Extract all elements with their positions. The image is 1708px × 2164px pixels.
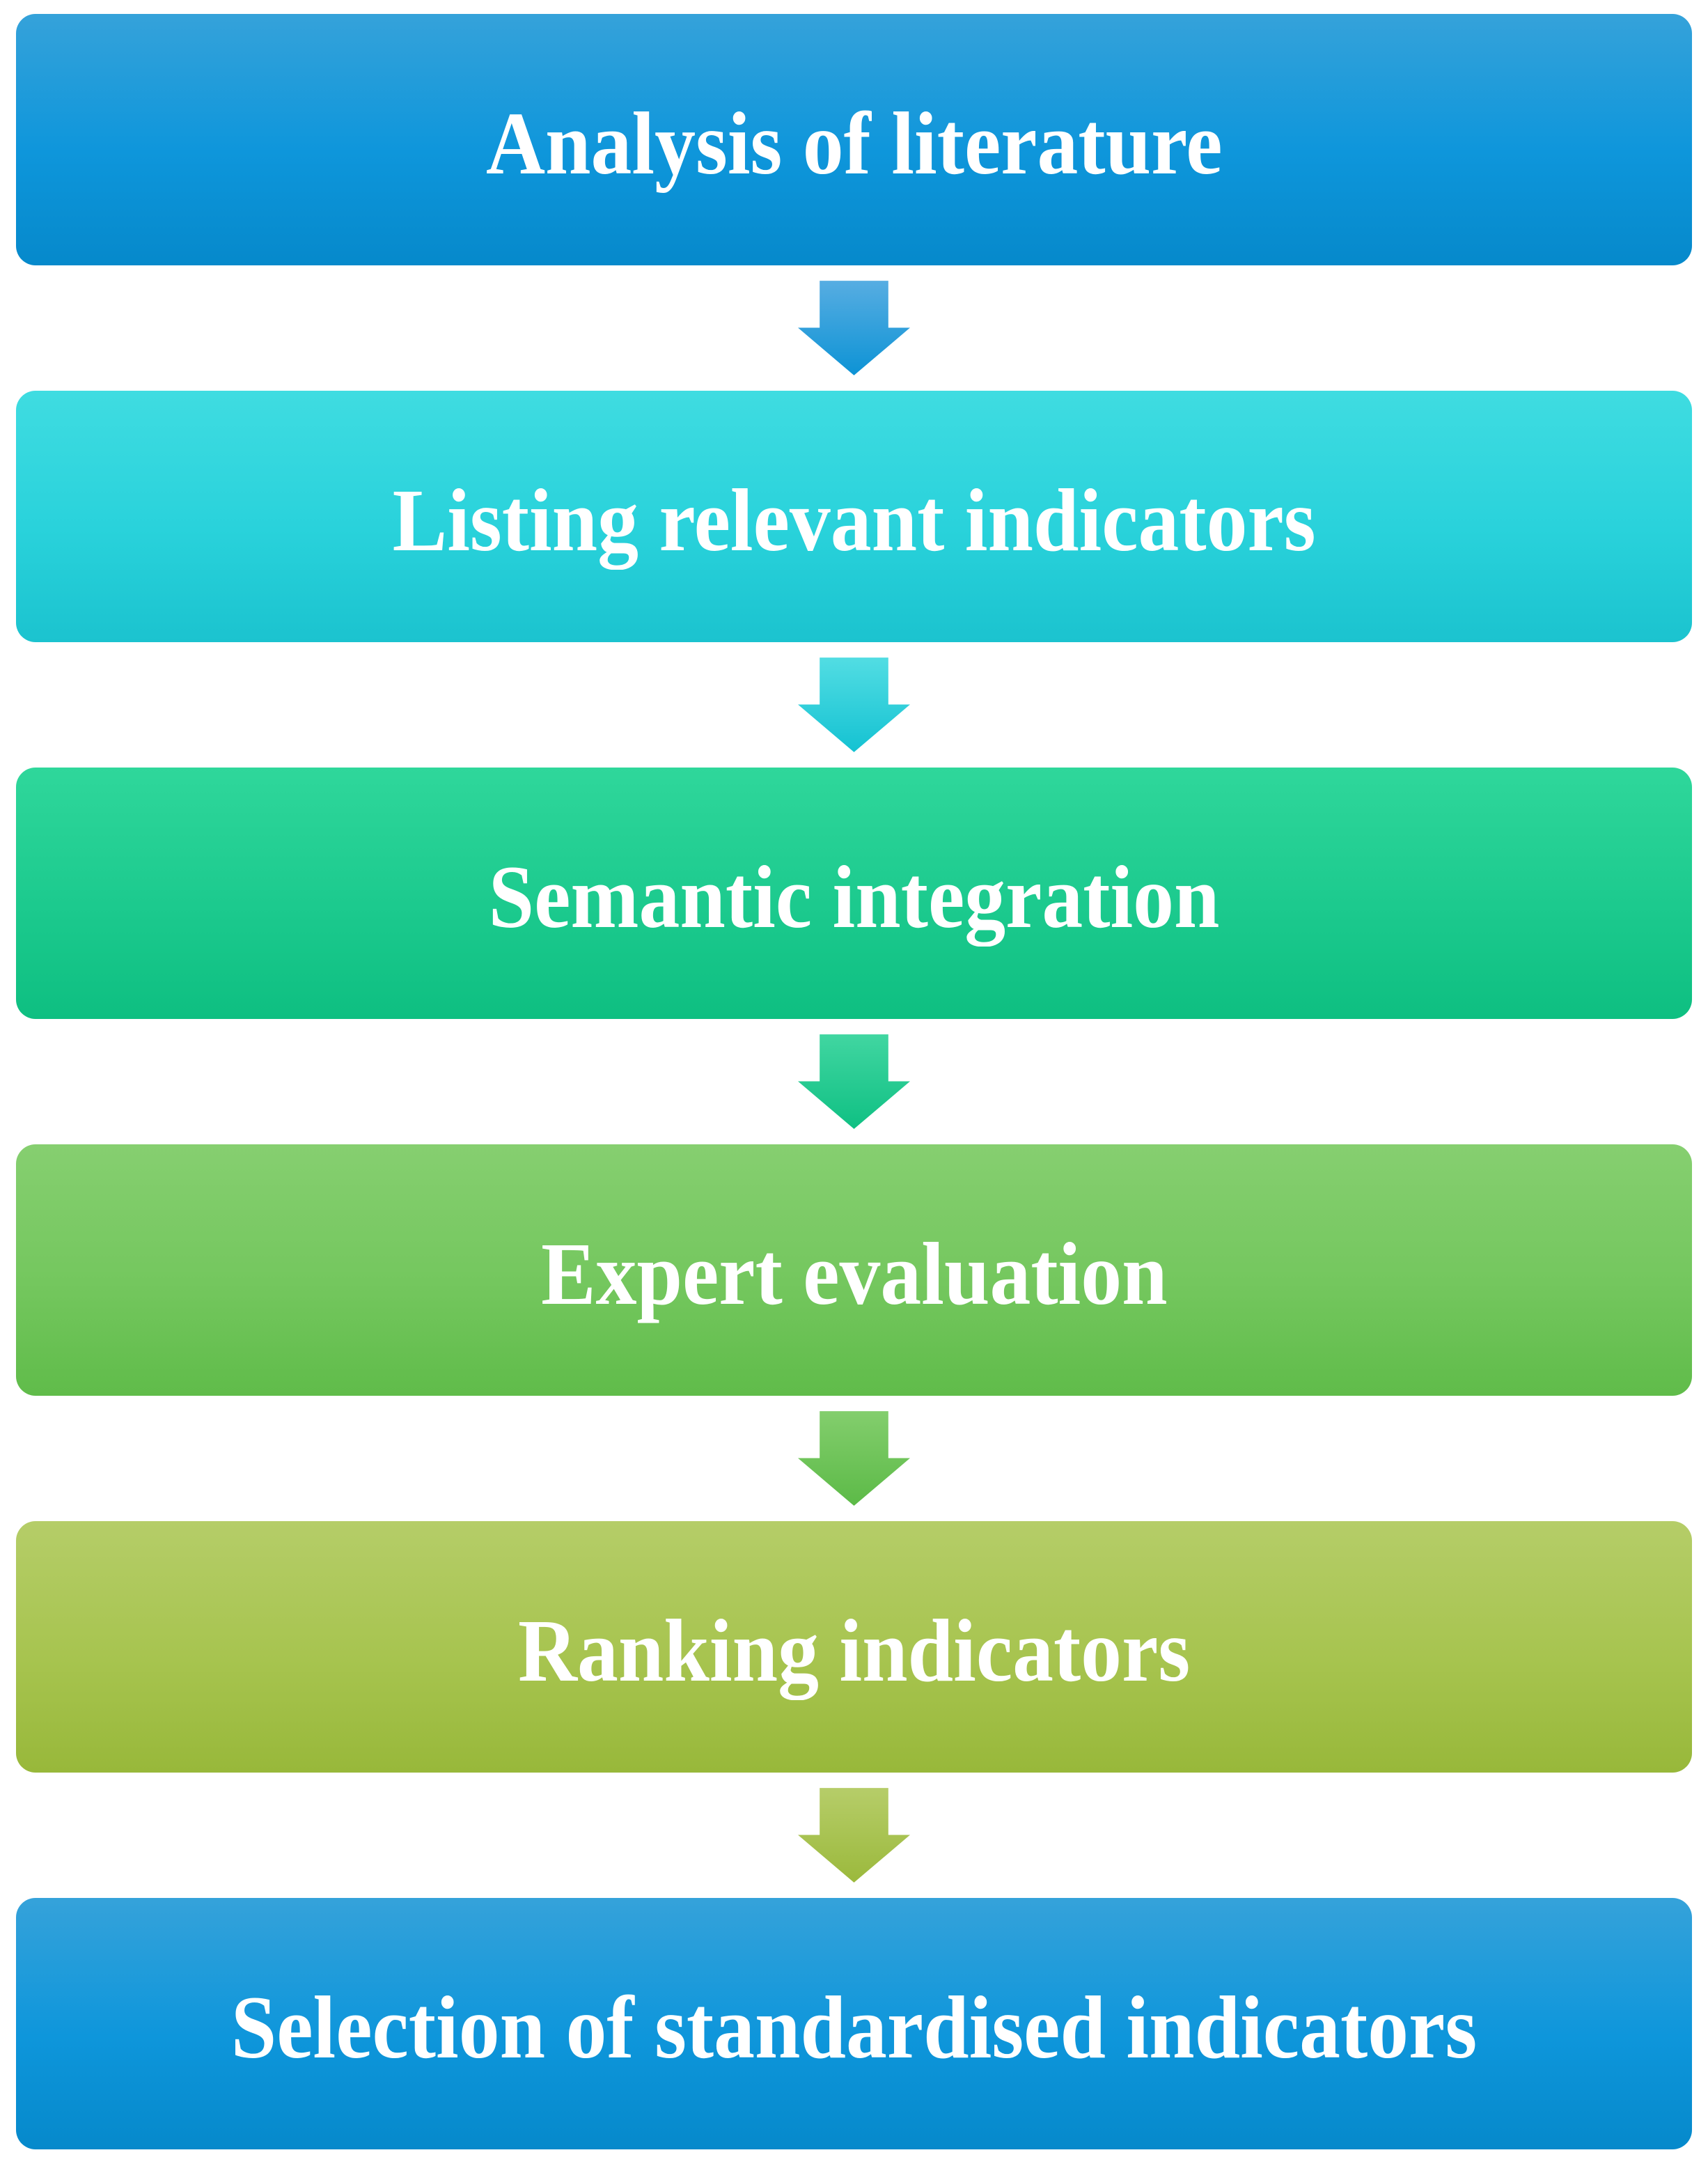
step-expert-evaluation: Expert evaluation (16, 1144, 1692, 1396)
step-ranking-indicators: Ranking indicators (16, 1521, 1692, 1773)
flow-connector (16, 1019, 1692, 1144)
step-analysis-of-literature: Analysis of literature (16, 14, 1692, 265)
step-label: Expert evaluation (540, 1224, 1168, 1323)
step-label: Analysis of literature (485, 93, 1223, 193)
down-arrow-icon (798, 281, 910, 375)
flow-connector (16, 1396, 1692, 1521)
step-label: Semantic integration (488, 847, 1220, 947)
down-arrow-icon (798, 657, 910, 752)
down-arrow-icon (798, 1788, 910, 1883)
step-semantic-integration: Semantic integration (16, 768, 1692, 1019)
flow-connector (16, 265, 1692, 391)
step-label: Ranking indicators (517, 1601, 1191, 1700)
flow-connector (16, 1773, 1692, 1898)
down-arrow-icon (798, 1411, 910, 1506)
step-listing-relevant-indicators: Listing relevant indicators (16, 391, 1692, 642)
down-arrow-icon (798, 1034, 910, 1129)
step-label: Listing relevant indicators (392, 470, 1316, 570)
step-selection-of-standardised-indicators: Selection of standardised indicators (16, 1898, 1692, 2149)
flow-connector (16, 642, 1692, 768)
step-label: Selection of standardised indicators (230, 1977, 1478, 2077)
